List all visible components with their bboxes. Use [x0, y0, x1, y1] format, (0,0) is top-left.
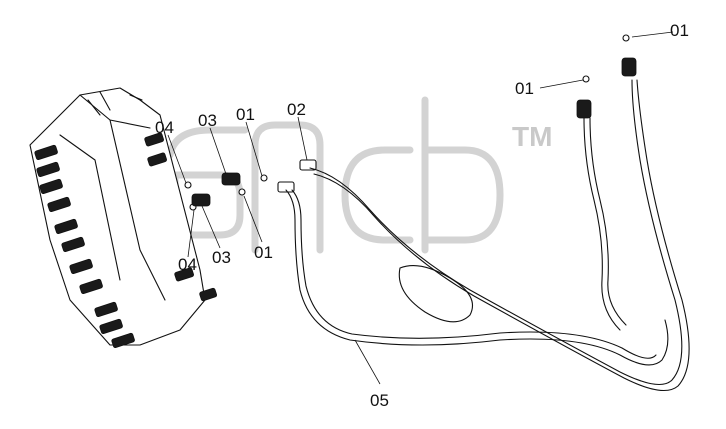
hose-end-02	[299, 159, 317, 171]
watermark-logo: TM	[166, 96, 552, 254]
o-ring-01-bottom	[238, 188, 246, 196]
callout-01-mid: 01	[236, 105, 255, 124]
fittings	[184, 34, 637, 211]
trademark-mark: TM	[512, 121, 552, 152]
seal-ring-04-top	[184, 181, 192, 189]
callout-04-bottom: 04	[178, 255, 197, 274]
callout-04-top: 04	[155, 118, 174, 137]
hose-end-bottom	[277, 181, 295, 193]
control-valve-block	[29, 87, 218, 349]
callout-02: 02	[287, 100, 306, 119]
callout-labels: 01 01 04 03 01 02 03 01 04 05	[155, 21, 689, 410]
hose-assembly-05	[285, 79, 690, 392]
callout-01-upper: 01	[515, 79, 534, 98]
hose-nut-left	[576, 99, 592, 119]
o-ring-01-mid	[260, 174, 268, 182]
adapter-03-bottom	[191, 193, 211, 207]
callout-05: 05	[370, 391, 389, 410]
o-ring-01-upper	[582, 75, 590, 83]
hose-nut-right	[621, 57, 637, 77]
callout-01-top-right: 01	[670, 21, 689, 40]
callout-01-bottom: 01	[254, 243, 273, 262]
callout-03-bottom: 03	[212, 248, 231, 267]
leader-lines	[167, 31, 674, 385]
callout-03-top: 03	[198, 111, 217, 130]
o-ring-01-top-right	[622, 34, 630, 42]
adapter-03-top	[221, 172, 241, 186]
